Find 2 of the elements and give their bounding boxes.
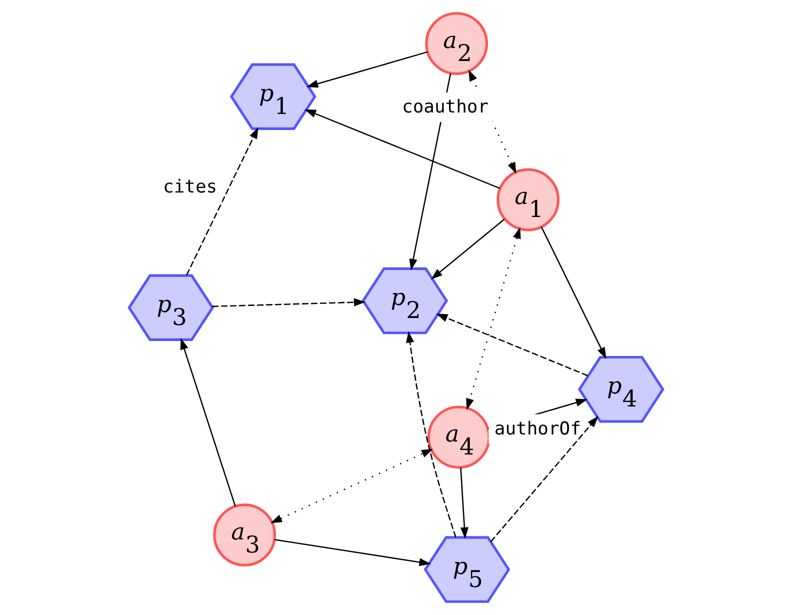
edge-label: coauthor: [402, 96, 488, 118]
edge-label: cites: [162, 176, 217, 198]
